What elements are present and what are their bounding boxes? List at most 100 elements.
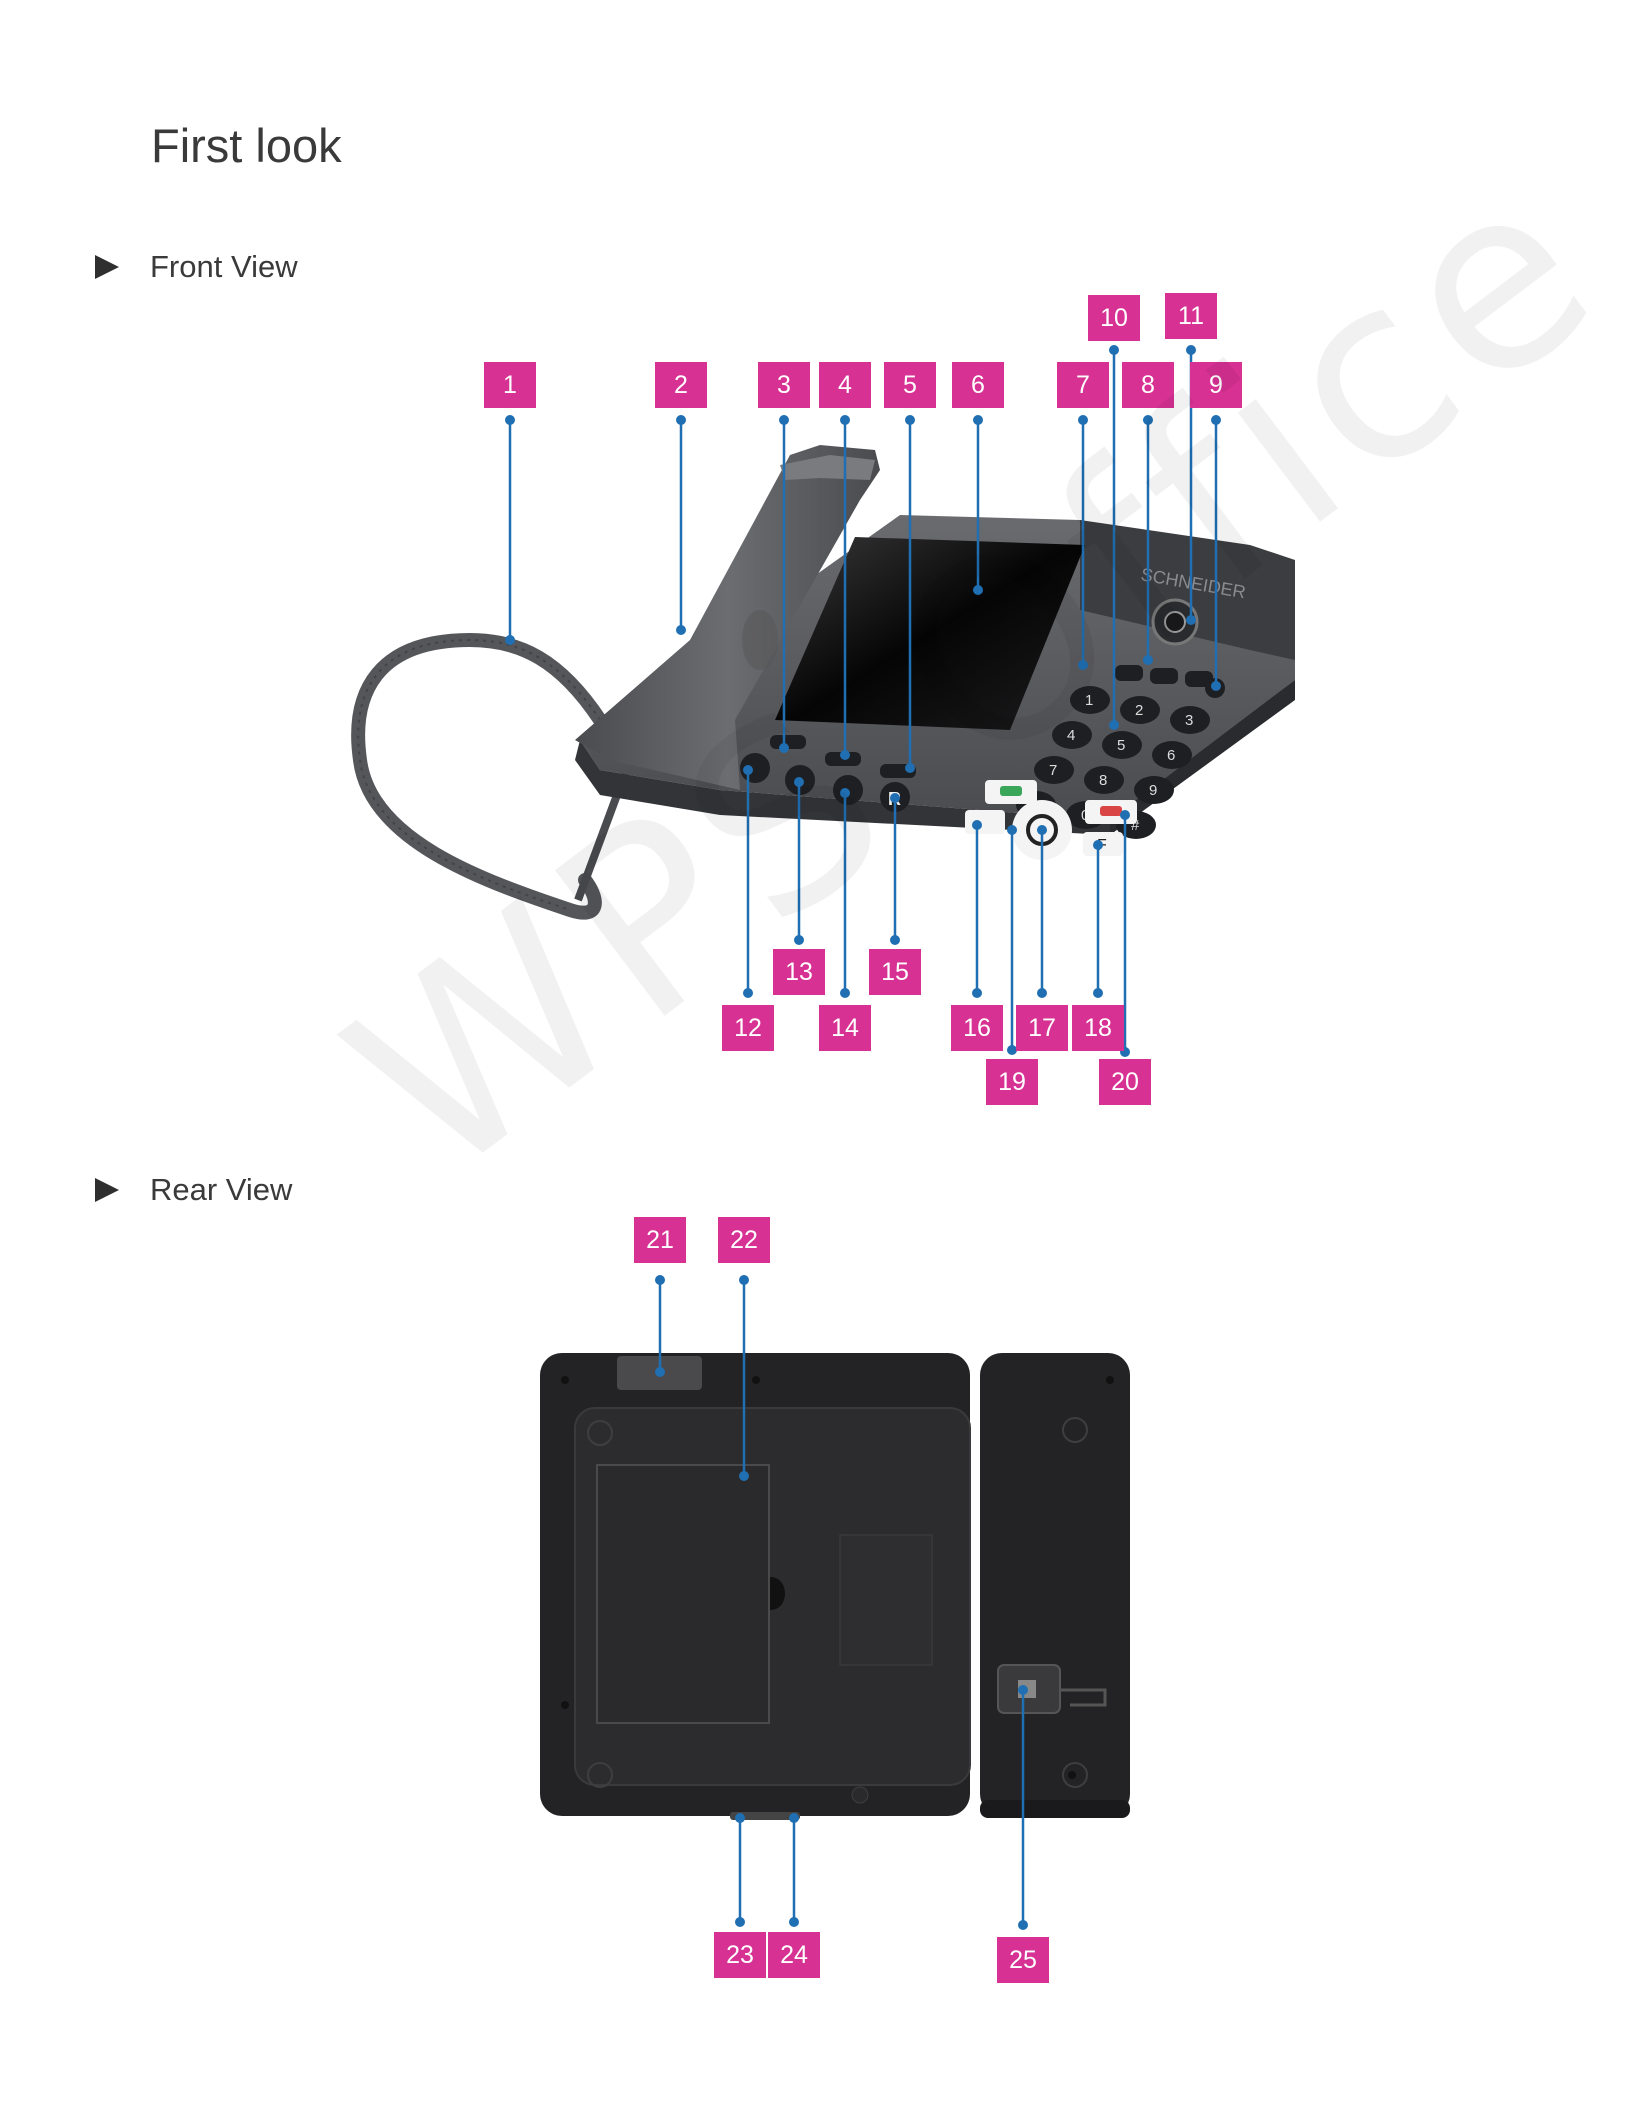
display-screen — [775, 537, 1085, 730]
keypad-key-label: 9 — [1149, 782, 1157, 799]
leader-dot — [1078, 660, 1088, 670]
leader-dot — [1093, 988, 1103, 998]
callout-12: 12 — [722, 1005, 774, 1051]
callout-7: 7 — [1057, 362, 1109, 408]
callout-24: 24 — [768, 1932, 820, 1978]
leader-lines — [505, 345, 1221, 1930]
callout-2: 2 — [655, 362, 707, 408]
callout-17: 17 — [1016, 1005, 1068, 1051]
leader-dot — [1007, 825, 1017, 835]
coil-texture — [357, 638, 601, 911]
leader-dot — [840, 415, 850, 425]
raised-top-panel — [1080, 520, 1295, 660]
leader-dot — [1093, 840, 1103, 850]
keypad-key — [1034, 756, 1074, 784]
leader-dot — [655, 1367, 665, 1377]
rear-label-area — [839, 1534, 933, 1666]
leader-dot — [789, 1813, 799, 1823]
rear-phone-illustration — [540, 1353, 1130, 1820]
callout-13: 13 — [773, 949, 825, 995]
leader-dot — [1186, 345, 1196, 355]
leader-dot — [789, 1917, 799, 1927]
handset-speaker-grille — [742, 610, 778, 670]
triangle-bullet-icon — [95, 255, 119, 279]
battery-cover — [596, 1464, 770, 1724]
leader-dot — [1211, 415, 1221, 425]
f-key — [1083, 832, 1123, 856]
callout-14: 14 — [819, 1005, 871, 1051]
leader-dot — [1018, 1920, 1028, 1930]
leader-dot — [890, 793, 900, 803]
keypad-key-label: 7 — [1049, 762, 1057, 779]
callout-5: 5 — [884, 362, 936, 408]
section-label-front: Front View — [150, 249, 298, 284]
leader-dot — [840, 788, 850, 798]
callout-15: 15 — [869, 949, 921, 995]
leader-dot — [794, 777, 804, 787]
keypad-key — [1102, 731, 1142, 759]
nav-left-button — [1115, 665, 1143, 681]
callout-8: 8 — [1122, 362, 1174, 408]
soft-keys — [770, 735, 916, 778]
page-title: First look — [151, 119, 342, 172]
callout-3: 3 — [758, 362, 810, 408]
keypad-key — [1084, 766, 1124, 794]
section-rear-view: Rear View — [95, 1170, 292, 1210]
rear-handset-cradle — [980, 1353, 1130, 1816]
leader-dot — [840, 750, 850, 760]
leader-dot — [1007, 1045, 1017, 1055]
leader-dot — [676, 625, 686, 635]
leader-dot — [972, 988, 982, 998]
keypad-key-label: 3 — [1185, 712, 1193, 729]
callout-1: 1 — [484, 362, 536, 408]
leader-dot — [735, 1813, 745, 1823]
keypad-key-label: 6 — [1167, 747, 1175, 764]
keypad-key-label: 5 — [1117, 737, 1125, 754]
leader-dot — [1078, 415, 1088, 425]
leader-dot — [1186, 615, 1196, 625]
callout-23: 23 — [714, 1932, 766, 1978]
keypad-key-label: 4 — [1067, 727, 1075, 744]
leader-dot — [973, 415, 983, 425]
leader-dot — [1018, 1685, 1028, 1695]
leader-dot — [840, 988, 850, 998]
leader-dot — [905, 763, 915, 773]
section-label-rear: Rear View — [150, 1172, 293, 1207]
leader-dot — [1143, 655, 1153, 665]
leader-dot — [794, 935, 804, 945]
keypad-key-label: 8 — [1099, 772, 1107, 789]
section-front-view: Front View — [95, 247, 298, 287]
leader-dot — [1109, 345, 1119, 355]
keypad-key — [1134, 776, 1174, 804]
leader-dot — [890, 935, 900, 945]
callout-19: 19 — [986, 1059, 1038, 1105]
nav-ok-button — [1150, 668, 1178, 684]
leader-dot — [1143, 415, 1153, 425]
keypad-key-label: # — [1131, 817, 1140, 834]
leader-dot — [1109, 720, 1119, 730]
leader-dot — [743, 988, 753, 998]
keypad-key — [1070, 686, 1110, 714]
keypad-key — [1170, 706, 1210, 734]
leader-dot — [739, 1471, 749, 1481]
leader-dot — [1037, 825, 1047, 835]
leader-dot — [655, 1275, 665, 1285]
leader-dot — [1037, 988, 1047, 998]
leader-dot — [676, 415, 686, 425]
leader-dot — [1211, 681, 1221, 691]
keypad-key-label: 1 — [1085, 692, 1093, 709]
leader-dot — [735, 1917, 745, 1927]
bottom-ports — [730, 1812, 800, 1820]
handset — [575, 445, 880, 790]
callout-16: 16 — [951, 1005, 1003, 1051]
leader-dot — [1120, 810, 1130, 820]
leader-dot — [972, 820, 982, 830]
keypad-key-label: 2 — [1135, 702, 1143, 719]
leader-dot — [973, 585, 983, 595]
triangle-bullet-icon — [95, 1178, 119, 1202]
callout-4: 4 — [819, 362, 871, 408]
nav-buttons — [1115, 665, 1225, 698]
callout-22: 22 — [718, 1217, 770, 1263]
leader-dot — [905, 415, 915, 425]
